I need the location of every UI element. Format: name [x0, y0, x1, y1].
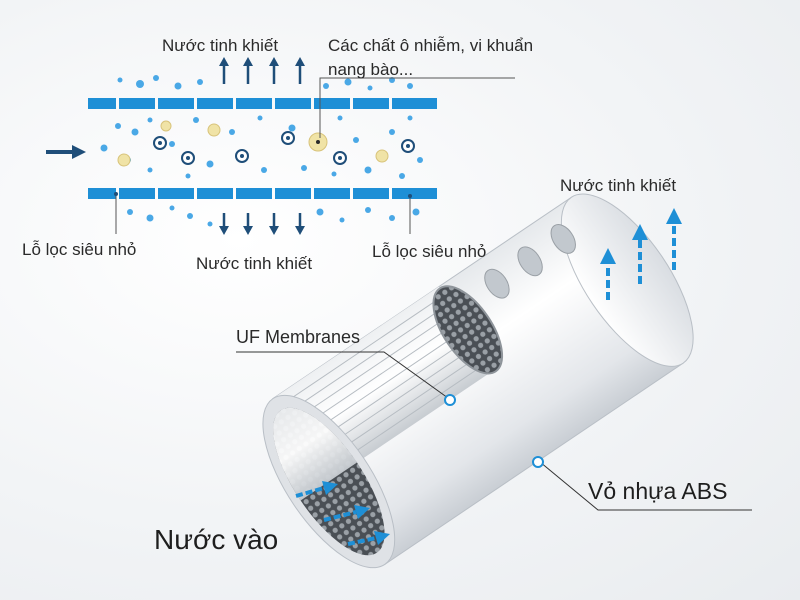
outlet-arrows-icon: [600, 208, 682, 300]
label-uf-membranes: UF Membranes: [236, 327, 361, 347]
contaminant-core: [316, 140, 320, 144]
label-pore-left: Lỗ lọc siêu nhỏ: [22, 240, 137, 259]
inlet-arrows-icon: [295, 481, 390, 546]
inflow-arrow-icon: [46, 145, 86, 159]
top-membrane-row: [88, 98, 437, 109]
leader-lines-cartridge: [236, 351, 752, 511]
abs-shell-marker: [532, 456, 544, 468]
label-water-in: Nước vào: [154, 524, 279, 555]
label-pure-water-right: Nước tinh khiết: [560, 176, 677, 195]
bottom-membrane-row: [88, 188, 437, 199]
membrane-cross-section: [46, 57, 515, 235]
label-pure-water-top: Nước tinh khiết: [162, 36, 279, 55]
leader-lines-top: [115, 77, 515, 234]
water-droplets: [100, 75, 423, 227]
label-contaminants: Các chất ô nhiễm, vi khuẩn nang bào...: [328, 36, 534, 79]
pure-water-down-arrows: [219, 213, 305, 235]
label-pore-right: Lỗ lọc siêu nhỏ: [372, 242, 487, 261]
label-abs-shell: Vỏ nhựa ABS: [588, 478, 728, 504]
uf-membrane-marker: [444, 394, 456, 406]
bacteria-particles: [153, 131, 415, 165]
label-pure-water-bottom: Nước tinh khiết: [196, 254, 313, 273]
pure-water-up-arrows: [219, 57, 305, 84]
bacteria-cores: [158, 136, 410, 160]
uf-cartridge: [236, 193, 752, 569]
